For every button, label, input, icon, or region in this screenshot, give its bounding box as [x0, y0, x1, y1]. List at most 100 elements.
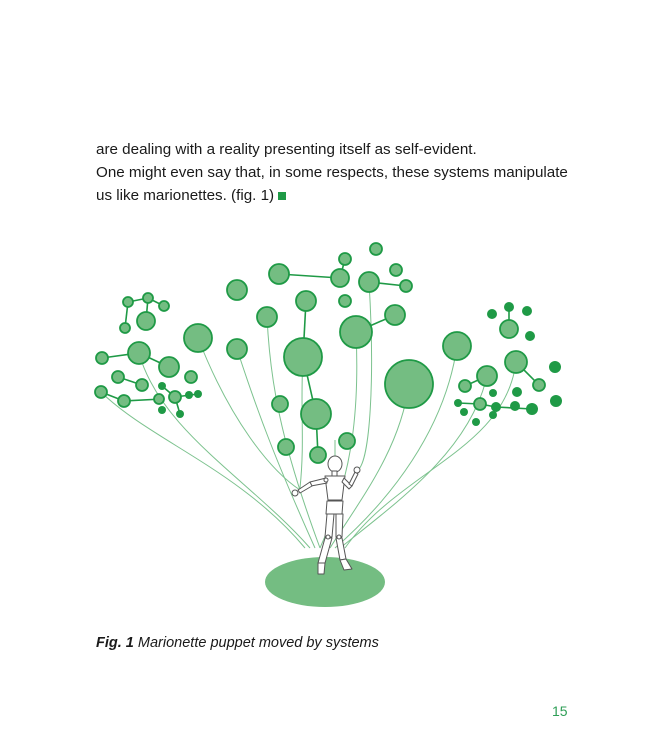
- network-node: [226, 279, 248, 301]
- network-node: [283, 337, 323, 377]
- puppet-torso: [324, 475, 346, 501]
- puppet-string: [197, 337, 301, 491]
- network-node-solid: [158, 382, 166, 390]
- network-node-solid: [489, 389, 497, 397]
- network-node: [330, 268, 350, 288]
- puppet-string: [344, 361, 517, 549]
- network-node: [95, 351, 109, 365]
- puppet-knee-joint: [336, 534, 342, 540]
- puppet-right-hand: [353, 466, 361, 474]
- network-node: [158, 300, 170, 312]
- page-number: 15: [552, 703, 568, 719]
- puppet-right-shin: [335, 537, 347, 561]
- network-node: [94, 385, 108, 399]
- marionette-figure: [94, 242, 562, 607]
- network-node-solid: [510, 401, 520, 411]
- network-node: [369, 242, 383, 256]
- network-node: [119, 322, 131, 334]
- ground-shadow: [265, 557, 385, 607]
- network-node: [300, 398, 332, 430]
- puppet-shoulder-joint: [323, 477, 329, 483]
- network-node: [127, 341, 151, 365]
- puppet-string: [266, 316, 321, 549]
- network-node: [277, 438, 295, 456]
- figure-caption-label: Fig. 1: [96, 635, 134, 651]
- network-node: [499, 319, 519, 339]
- network-node: [339, 315, 373, 349]
- puppet-left-thigh: [324, 513, 335, 538]
- network-node: [384, 304, 406, 326]
- puppet-string: [138, 352, 311, 549]
- network-node: [226, 338, 248, 360]
- network-node-solid: [158, 406, 166, 414]
- network-node: [399, 279, 413, 293]
- network-node-solid: [512, 387, 522, 397]
- network-node-solid: [549, 361, 561, 373]
- puppet-string: [357, 281, 373, 471]
- network-node: [268, 263, 290, 285]
- network-node: [504, 350, 528, 374]
- network-node: [135, 378, 149, 392]
- network-node: [442, 331, 472, 361]
- network-node-solid: [487, 309, 497, 319]
- puppet-string: [100, 391, 306, 549]
- network-node: [158, 356, 180, 378]
- network-node: [358, 271, 380, 293]
- body-line-3-text: us like marionettes. (fig. 1): [96, 187, 275, 204]
- network-node: [476, 365, 498, 387]
- body-line-2: One might even say that, in some respect…: [96, 164, 568, 181]
- figure-caption-text: Marionette puppet moved by systems: [137, 635, 379, 651]
- network-node: [473, 397, 487, 411]
- puppet-knee-joint: [325, 534, 331, 540]
- puppet-left-hand: [291, 489, 299, 497]
- puppet-right-thigh: [335, 513, 344, 538]
- network-node: [153, 393, 165, 405]
- puppet-string: [334, 345, 458, 549]
- network-node: [389, 263, 403, 277]
- network-node-solid: [176, 410, 184, 418]
- network-node: [309, 446, 327, 464]
- end-of-section-marker: [278, 192, 287, 200]
- network-node: [338, 294, 352, 308]
- network-node: [338, 252, 352, 266]
- network-node-solid: [185, 391, 193, 399]
- network-node: [271, 395, 289, 413]
- network-node: [168, 390, 182, 404]
- network-node-solid: [489, 411, 497, 419]
- network-node-solid: [194, 390, 202, 398]
- network-node-solid: [454, 399, 462, 407]
- marionette-puppet: [291, 455, 361, 575]
- network-node: [458, 379, 472, 393]
- network-node-solid: [525, 331, 535, 341]
- network-node: [384, 359, 434, 409]
- network-node: [184, 370, 198, 384]
- network-node: [256, 306, 278, 328]
- network-node: [183, 323, 213, 353]
- puppet-head: [327, 455, 343, 473]
- network-node-solid: [550, 395, 562, 407]
- network-node-solid: [491, 402, 501, 412]
- network-node: [111, 370, 125, 384]
- network-node-solid: [460, 408, 468, 416]
- network-node: [338, 432, 356, 450]
- network-node-solid: [504, 302, 514, 312]
- network-nodes: [94, 242, 562, 464]
- network-node-solid: [472, 418, 480, 426]
- puppet-left-foot: [317, 562, 326, 575]
- puppet-left-forearm: [297, 481, 313, 494]
- body-line-1: are dealing with a reality presenting it…: [96, 141, 477, 158]
- network-node: [117, 394, 131, 408]
- puppet-string: [236, 348, 316, 549]
- puppet-right-forearm: [348, 471, 359, 487]
- network-node-solid: [522, 306, 532, 316]
- puppet-neck: [331, 470, 338, 477]
- network-node: [295, 290, 317, 312]
- network-node: [136, 311, 156, 331]
- puppet-right-foot: [339, 558, 353, 571]
- network-node: [122, 296, 134, 308]
- body-paragraph: are dealing with a reality presenting it…: [96, 138, 586, 207]
- puppet-hips: [325, 500, 344, 515]
- network-node: [142, 292, 154, 304]
- body-line-3: us like marionettes. (fig. 1): [96, 184, 586, 207]
- network-node-solid: [526, 403, 538, 415]
